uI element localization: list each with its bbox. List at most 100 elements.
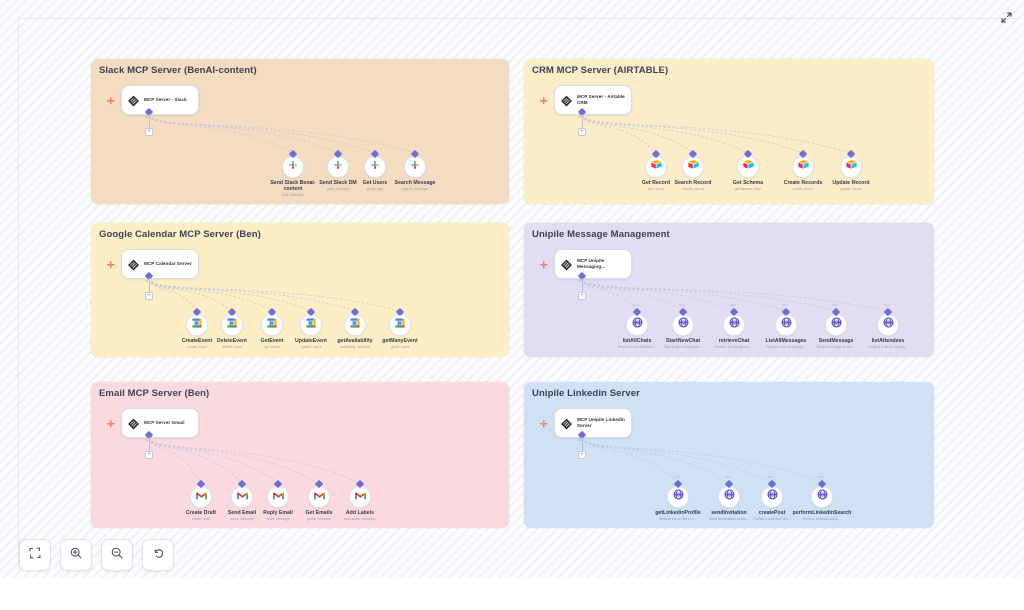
globe-icon bbox=[724, 489, 734, 500]
tool-node[interactable]: getManyEvent getAll: event bbox=[368, 307, 432, 349]
tool-node[interactable]: Get Users getAll: user bbox=[343, 149, 407, 191]
slack-icon bbox=[334, 161, 342, 169]
tool-edge bbox=[581, 114, 694, 154]
tool-node[interactable]: Search Message search: message bbox=[383, 149, 447, 191]
tool-node[interactable]: ListAllMessages Returns a list of messag… bbox=[754, 307, 818, 349]
canvas-toolbar[interactable] bbox=[19, 539, 174, 571]
tool-node[interactable]: Create Records create: record bbox=[771, 149, 835, 191]
tool-node[interactable]: Create Draft create: draft bbox=[169, 479, 233, 521]
add-node-marker[interactable]: ✛ bbox=[540, 96, 548, 106]
tool-node[interactable]: sendInvitation Send an invitation to lin… bbox=[697, 479, 761, 521]
google-calendar-icon bbox=[350, 318, 360, 328]
tool-icon-circle bbox=[645, 156, 667, 178]
gmail-icon bbox=[236, 492, 248, 500]
zoom-out-button[interactable] bbox=[101, 539, 133, 571]
globe-icon bbox=[632, 317, 642, 328]
mcp-server-node[interactable]: MCP Unipile Messaging... bbox=[554, 249, 632, 279]
tool-edge bbox=[148, 114, 294, 154]
tool-icon-circle bbox=[190, 486, 212, 508]
gmail-icon bbox=[354, 492, 366, 500]
tool-node[interactable]: createPost Publish a post over link... bbox=[740, 479, 804, 521]
tool-node[interactable]: UpdateEvent update: event bbox=[279, 307, 343, 349]
tool-edge bbox=[148, 437, 320, 484]
tool-description: getAll: event bbox=[390, 345, 410, 349]
zoom-in-icon bbox=[69, 546, 83, 565]
tool-icon-circle bbox=[282, 156, 304, 178]
tool-node[interactable]: listAllChats Returns a list of chats fr.… bbox=[605, 307, 669, 349]
tool-edge bbox=[148, 437, 279, 484]
globe-icon bbox=[631, 316, 644, 334]
add-node-marker[interactable]: ✛ bbox=[107, 96, 115, 106]
mcp-server-node[interactable]: MCP Unipile Linkedin Server bbox=[554, 408, 632, 438]
tool-node[interactable]: DeleteEvent delete: event bbox=[200, 307, 264, 349]
port-caption: Tool bbox=[578, 438, 584, 442]
tool-name: DeleteEvent bbox=[217, 338, 247, 344]
add-tool-button[interactable]: + bbox=[578, 128, 586, 136]
add-tool-button[interactable]: + bbox=[145, 292, 153, 300]
reset-button[interactable] bbox=[142, 539, 174, 571]
tool-node[interactable]: Update Record update: record bbox=[819, 149, 883, 191]
tool-edge bbox=[148, 278, 312, 312]
mcp-icon bbox=[560, 258, 573, 271]
tool-node[interactable]: Get Record get: record bbox=[624, 149, 688, 191]
fit-screen-icon bbox=[28, 546, 42, 565]
tool-name: StartNewChat bbox=[665, 338, 701, 344]
tool-node[interactable]: Send Email send: message bbox=[210, 479, 274, 521]
add-tool-button[interactable]: + bbox=[145, 451, 153, 459]
expand-arrows-icon[interactable] bbox=[998, 9, 1014, 25]
group-panel[interactable]: Google Calendar MCP Server (Ben)✛ MCP Ca… bbox=[91, 223, 509, 357]
tool-name: Create Records bbox=[783, 180, 823, 186]
tool-node[interactable]: Get Emails getAll: message bbox=[287, 479, 351, 521]
tool-edge bbox=[581, 114, 804, 154]
flow-canvas[interactable]: Slack MCP Server (BenAI-content)✛ MCP Se… bbox=[0, 0, 1024, 578]
tool-node[interactable]: retrieveChat Retrieve the details of a .… bbox=[702, 307, 766, 349]
tool-node[interactable]: Get Schema getSchema: base bbox=[716, 149, 780, 191]
edge-tool-tag: Tool bbox=[818, 475, 824, 479]
add-node-marker[interactable]: ✛ bbox=[107, 260, 115, 270]
add-node-marker[interactable]: ✛ bbox=[107, 419, 115, 429]
add-node-marker[interactable]: ✛ bbox=[540, 260, 548, 270]
add-node-marker[interactable]: ✛ bbox=[540, 419, 548, 429]
tool-name: Get Record bbox=[641, 180, 671, 186]
tool-node[interactable]: Send Slack DM post: message bbox=[306, 149, 370, 191]
tool-node[interactable]: listAttendees Returns a list of messag..… bbox=[856, 307, 920, 349]
tool-edge bbox=[148, 114, 416, 154]
group-panel[interactable]: Unipile Linkedin Server✛ MCP Unipile Lin… bbox=[524, 382, 934, 528]
mcp-server-node[interactable]: MCP Calendar Server bbox=[121, 249, 199, 279]
tool-icon-circle bbox=[261, 314, 283, 336]
google-calendar-icon bbox=[191, 316, 203, 334]
slack-icon bbox=[409, 158, 421, 176]
port-caption: Tool bbox=[578, 115, 584, 119]
tool-node[interactable]: Search Record search: record bbox=[661, 149, 725, 191]
tool-node[interactable]: CreateEvent create: event bbox=[165, 307, 229, 349]
mcp-server-node[interactable]: MCP Server - Airtable CRM bbox=[554, 85, 632, 115]
zoom-in-button[interactable] bbox=[60, 539, 92, 571]
tool-node[interactable]: Add Labels addLabels: message bbox=[328, 479, 392, 521]
mcp-server-node[interactable]: MCP Server Gmail bbox=[121, 408, 199, 438]
tool-icon-circle bbox=[877, 314, 899, 336]
tool-node[interactable]: StartNewChat Start a new conversatio... bbox=[651, 307, 715, 349]
tool-icon-circle bbox=[667, 486, 689, 508]
group-panel[interactable]: Unipile Message Management✛ MCP Unipile … bbox=[524, 223, 934, 357]
add-tool-button[interactable]: + bbox=[578, 451, 586, 459]
mcp-server-node[interactable]: MCP Server - Slack bbox=[121, 85, 199, 115]
tool-node[interactable]: Send Slack Benai-content post: message bbox=[261, 149, 325, 197]
add-tool-button[interactable]: + bbox=[578, 292, 586, 300]
tool-node[interactable]: performLinkedinSearch Perform Linkedin u… bbox=[790, 479, 854, 521]
tool-node[interactable]: getAvailability availability: calendar bbox=[323, 307, 387, 349]
google-calendar-icon bbox=[394, 316, 406, 334]
fit-view-button[interactable] bbox=[19, 539, 51, 571]
tool-icon-circle bbox=[364, 156, 386, 178]
group-panel[interactable]: CRM MCP Server (AIRTABLE)✛ MCP Server - … bbox=[524, 59, 934, 204]
tool-node[interactable]: Reply Email reply: message bbox=[246, 479, 310, 521]
group-panel[interactable]: Slack MCP Server (BenAI-content)✛ MCP Se… bbox=[91, 59, 509, 204]
add-tool-button[interactable]: + bbox=[145, 128, 153, 136]
tool-name: SendMessage bbox=[818, 338, 854, 344]
tool-node[interactable]: getLinkedinProfile Retrieve the profile … bbox=[646, 479, 710, 521]
tool-node[interactable]: SendMessage Send a message to the ... bbox=[804, 307, 868, 349]
mcp-icon bbox=[561, 418, 572, 429]
port-stub bbox=[582, 114, 583, 128]
edge-tool-tag: Tool bbox=[725, 475, 731, 479]
tool-node[interactable]: GetEvent get: event bbox=[240, 307, 304, 349]
group-panel[interactable]: Email MCP Server (Ben)✛ MCP Server Gmail… bbox=[91, 382, 509, 528]
